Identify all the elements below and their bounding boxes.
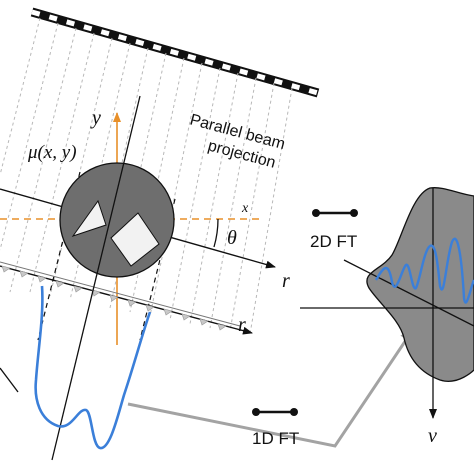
axis-label-v: v [428, 425, 437, 447]
axis-label-x: x [241, 201, 249, 216]
dumbbell-icon [312, 209, 358, 217]
axis-label-y: y [90, 107, 101, 129]
axis-label-r-lower: r [238, 314, 246, 336]
transform-arrow [127, 326, 416, 448]
object-disk [59, 162, 175, 278]
profile-left-tail [0, 367, 19, 393]
projection-normal-line [51, 95, 141, 461]
dumbbell-icon [252, 408, 298, 416]
ft1d-label: 1D FT [252, 429, 299, 448]
spectrum-slice-curve [374, 237, 474, 304]
ft2d-label: 2D FT [310, 232, 357, 251]
detector-bar [30, 7, 320, 98]
projection-axis [0, 261, 253, 335]
polygon-shape-1 [71, 199, 107, 237]
projection-profile-curve [34, 285, 152, 450]
theta-arc [213, 218, 219, 248]
axis-label-r-upper: r [282, 270, 290, 292]
polygon-shape-2 [110, 212, 160, 267]
mu-label: μ(x, y) [27, 142, 77, 163]
detector-triangles [1, 265, 227, 331]
spectrum-axes [300, 188, 474, 419]
spectrum-shape [366, 187, 474, 382]
theta-label: θ [227, 227, 237, 249]
